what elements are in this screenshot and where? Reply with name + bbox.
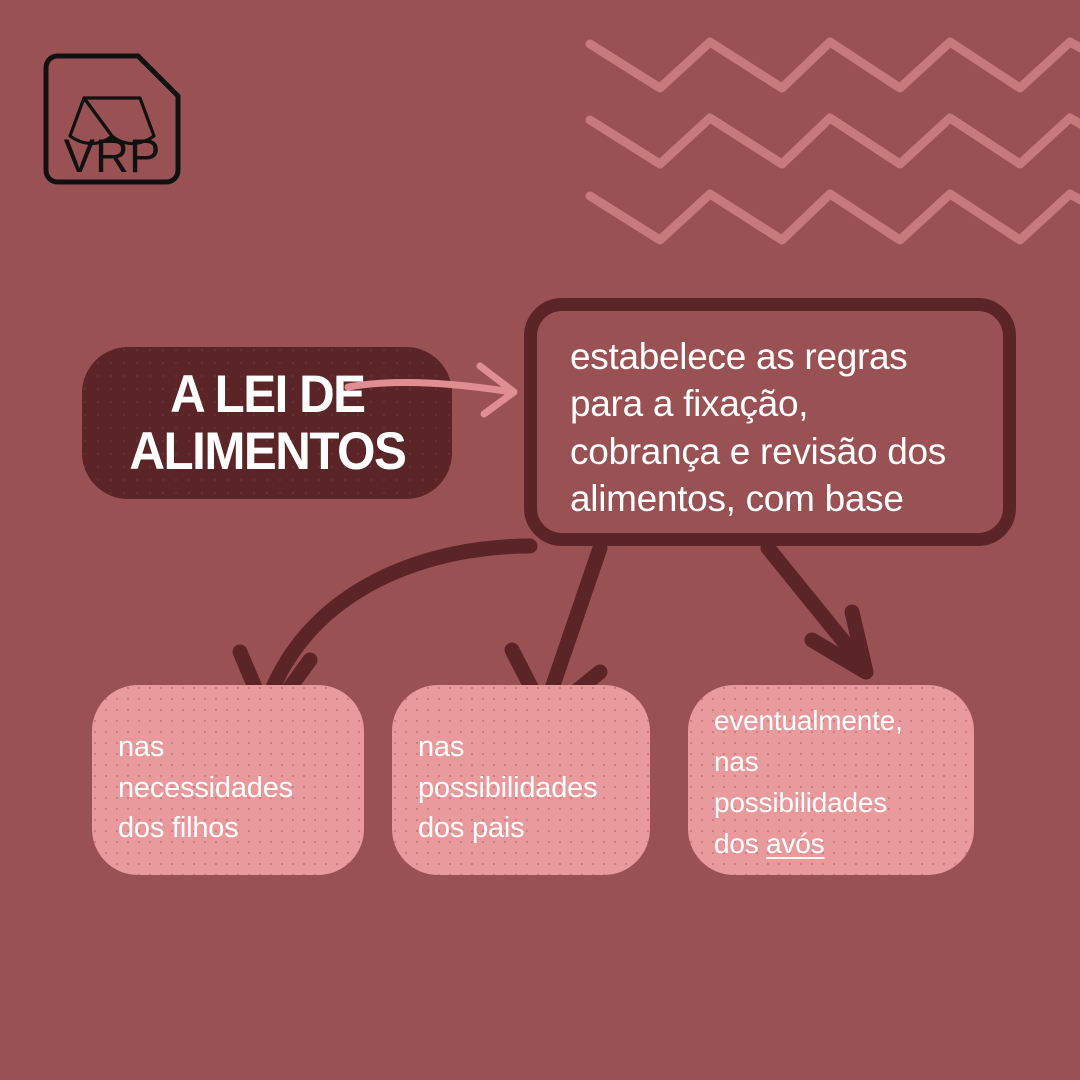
main-statement-text: estabelece as regras para a fixação, cob… xyxy=(570,336,946,520)
zigzag-decoration xyxy=(585,37,1080,245)
vrp-logo[interactable]: VRP xyxy=(42,52,182,186)
card-3-line-1: eventualmente, xyxy=(714,705,903,736)
scales-of-justice-icon xyxy=(68,96,156,146)
card-1-text: nas necessidades dos filhos xyxy=(118,731,293,845)
list-item: eventualmente, nas possibilidades dos avós xyxy=(688,685,974,875)
logo-frame-icon xyxy=(43,53,181,185)
page-title: A LEI DE ALIMENTOS xyxy=(129,364,406,481)
card-3-text: eventualmente, nas possibilidades dos avós xyxy=(714,701,903,865)
arrow-to-card-3 xyxy=(760,540,870,672)
card-3-emphasis-term: avós xyxy=(766,827,825,859)
arrow-to-card-2 xyxy=(540,540,608,708)
card-3-line-4-prefix: dos xyxy=(714,827,767,859)
list-item: nas possibilidades dos pais xyxy=(392,685,650,875)
arrow-to-card-1 xyxy=(260,538,538,708)
card-3-line-3: possibilidades xyxy=(714,786,888,818)
list-item: nas necessidades dos filhos xyxy=(92,685,364,875)
title-badge: A LEI DE ALIMENTOS xyxy=(82,347,452,499)
main-statement-box: estabelece as regras para a fixação, cob… xyxy=(524,298,1016,546)
logo-brand-text: VRP xyxy=(64,129,161,182)
card-3-line-2: nas xyxy=(714,745,759,777)
card-2-text: nas possibilidades dos pais xyxy=(418,731,598,845)
